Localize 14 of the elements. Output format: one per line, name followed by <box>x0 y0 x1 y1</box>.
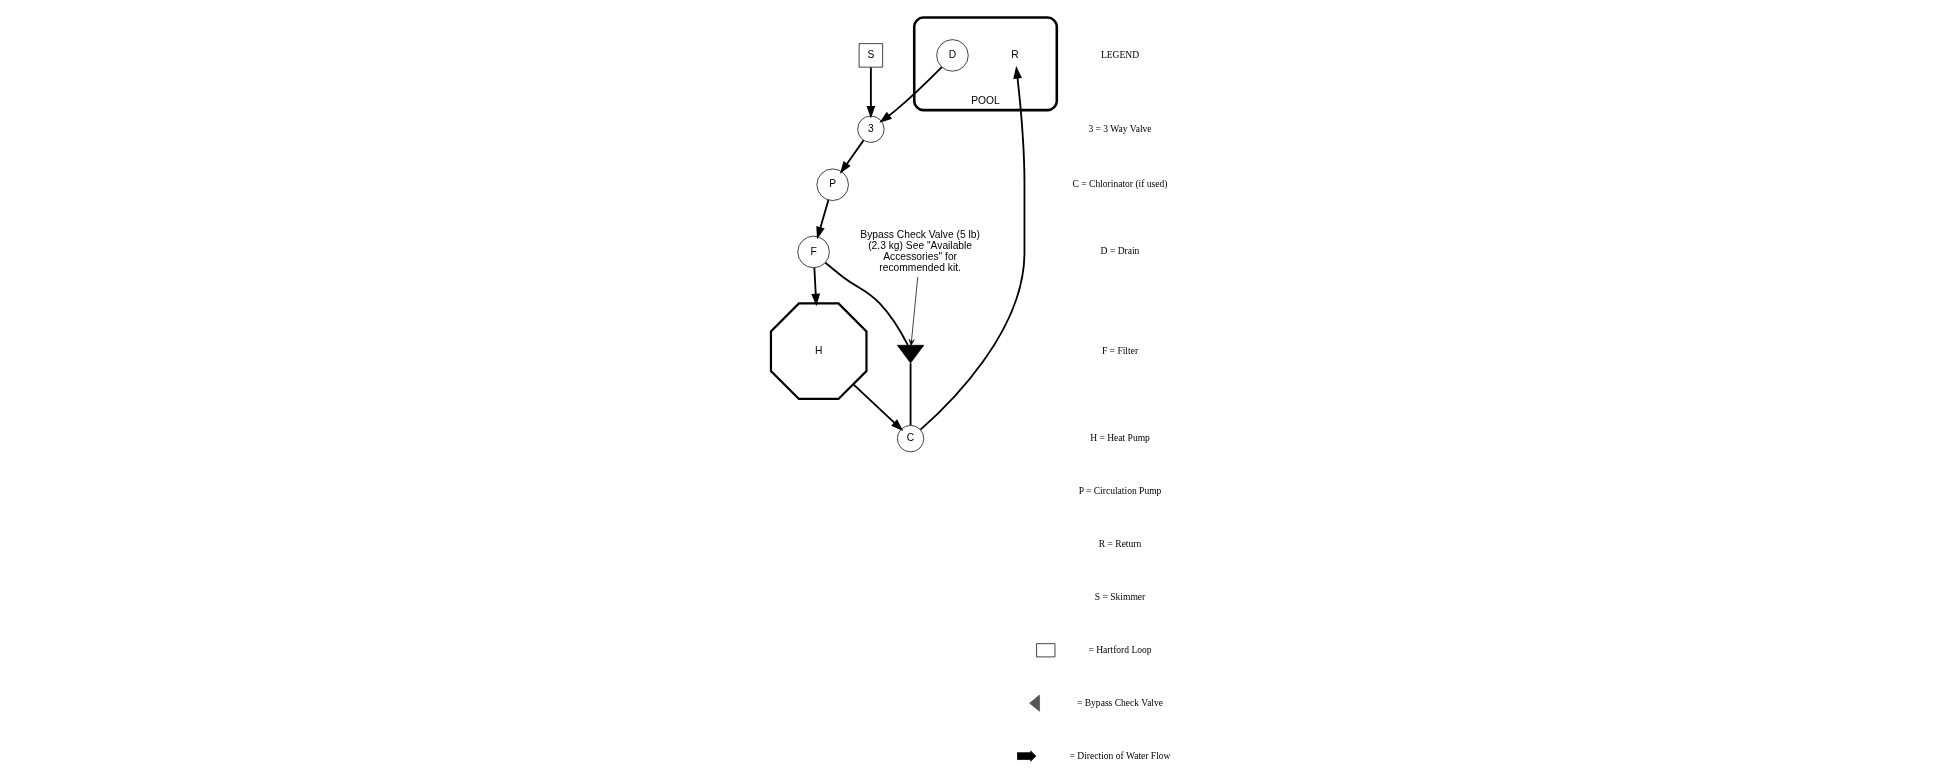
label: C = Chlorinator (if used) <box>1072 178 1168 190</box>
node-text: Bypass Check Valve (5 lb) (2.3 kg) See "Available Accessories" for recommended kit. <box>860 229 980 274</box>
label: R = Return <box>1098 537 1142 549</box>
label: S = Skimmer <box>1094 590 1146 602</box>
label: H = Heat Pump <box>1090 432 1150 444</box>
label: P = Circulation Pump <box>1078 485 1162 497</box>
legend-label: = Bypass Check Valve <box>1076 696 1164 708</box>
legend-label: = Direction of Water Flow <box>1069 749 1171 761</box>
node-text: R <box>1011 49 1019 61</box>
label: 3 = 3 Way Valve <box>1088 122 1152 134</box>
label: LEGEND <box>1100 48 1140 60</box>
label: F = Filter <box>1101 344 1139 356</box>
label: D = Drain <box>1100 245 1140 257</box>
legend-label: = Hartford Loop <box>1088 643 1152 655</box>
